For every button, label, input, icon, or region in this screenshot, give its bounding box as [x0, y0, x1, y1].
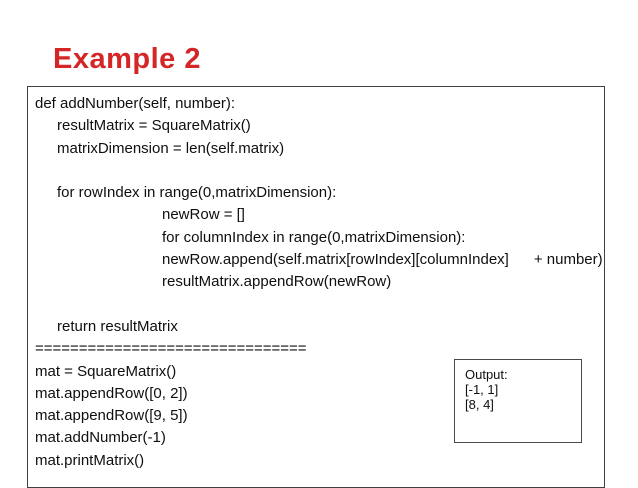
code-line: for columnIndex in range(0,matrixDimensi…: [162, 228, 466, 246]
code-line: mat.appendRow([9, 5]): [35, 407, 188, 425]
code-line: [28, 294, 604, 316]
code-line: def addNumber(self, number):: [35, 95, 236, 112]
output-box: Output: [-1, 1] [8, 4]: [454, 359, 582, 443]
slide: Example 2 def addNumber(self, number): re…: [27, 43, 605, 488]
output-value-row2: [8, 4]: [465, 397, 494, 412]
code-panel: def addNumber(self, number): resultMatrix…: [27, 86, 605, 488]
code-line: newRow = []: [162, 206, 245, 224]
code-line: matrixDimension = len(self.matrix): [57, 139, 285, 157]
code-line: [28, 160, 604, 182]
slide-title: Example 2: [53, 43, 201, 75]
output-value-row1: [-1, 1]: [465, 382, 499, 397]
code-line: ===============================: [35, 340, 307, 358]
output-label: Output:: [465, 367, 508, 382]
code-line: mat.addNumber(-1): [35, 429, 166, 447]
code-line: newRow.append(self.matrix[rowIndex][colu…: [162, 251, 603, 269]
code-line: return resultMatrix: [57, 317, 178, 335]
code-line: resultMatrix.appendRow(newRow): [162, 273, 392, 291]
code-line: mat.printMatrix(): [35, 451, 145, 469]
code-line: mat.appendRow([0, 2]): [35, 384, 188, 402]
code-line: for rowIndex in range(0,matrixDimension)…: [57, 184, 337, 202]
code-line: mat = SquareMatrix(): [35, 362, 177, 380]
code-line: resultMatrix = SquareMatrix(): [57, 117, 251, 135]
